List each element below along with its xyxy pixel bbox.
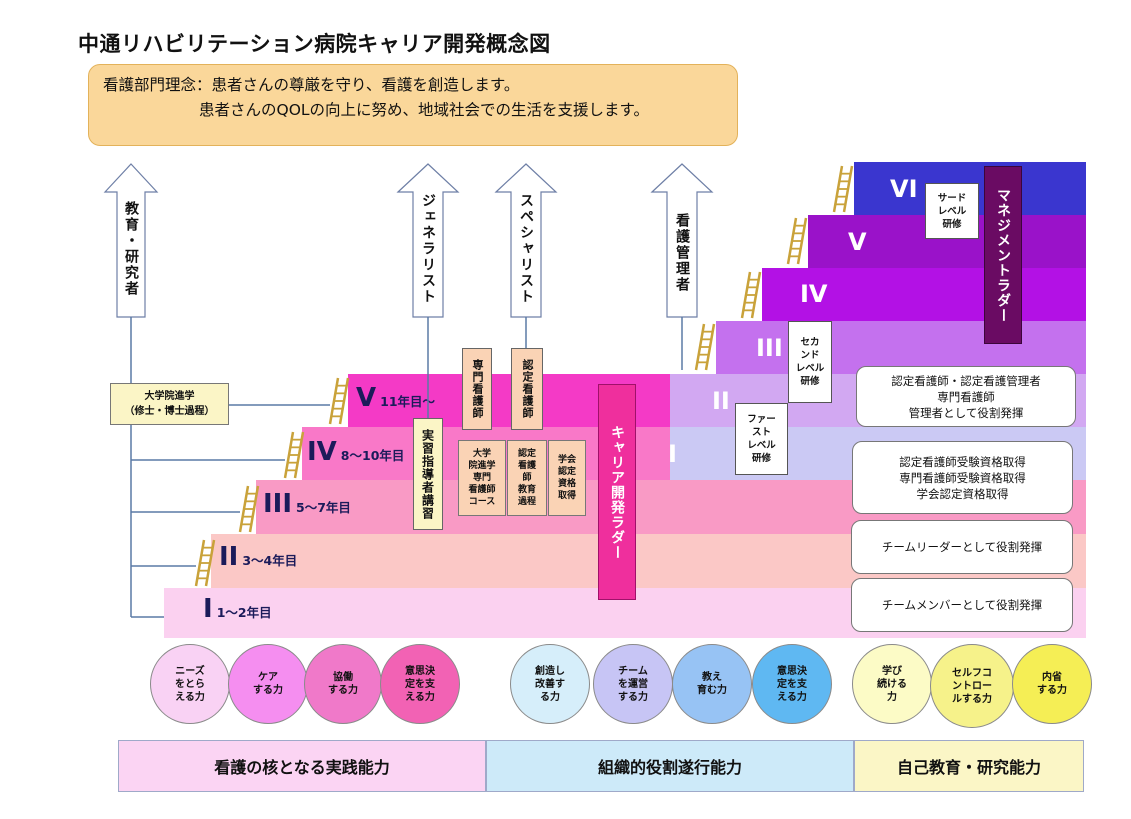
ability-circle-9: 学び 続ける 力 xyxy=(852,644,932,724)
ability-circle-10: セルフコ ントロー ルする力 xyxy=(930,644,1014,728)
course-box-certified-education: 認定 看護 師 教育 過程 xyxy=(507,440,547,516)
arrow-label-edu-researcher: 教育・研究者 xyxy=(123,200,139,297)
role-box-team-leader: チームリーダーとして役割発揮 xyxy=(851,520,1073,574)
career-level-3-label: III xyxy=(756,334,783,362)
career-level-2-label: II xyxy=(712,387,730,415)
role-box-certified-manager: 認定看護師・認定看護管理者 専門看護師 管理者として役割発揮 xyxy=(856,366,1076,427)
arrow-label-specialist: スペシャリスト xyxy=(518,192,534,305)
ability-circle-5: 創造し 改善す る力 xyxy=(510,644,590,724)
career-level-4-label: IV xyxy=(800,280,828,308)
first-level-training-box: ファー スト レベル 研修 xyxy=(735,403,788,475)
arrow-manager xyxy=(650,163,714,318)
third-level-training-box: サード レベル 研修 xyxy=(925,183,979,239)
ability-circle-2: ケア する力 xyxy=(228,644,308,724)
career-level-6-label: VI xyxy=(890,175,918,203)
philosophy-line-1: 看護部門理念：患者さんの尊厳を守り、看護を創造します。 xyxy=(103,76,520,94)
page-title: 中通リハビリテーション病院キャリア開発概念図 xyxy=(78,32,551,56)
ability-circle-3: 協働 する力 xyxy=(304,644,382,724)
ability-circle-4: 意思決 定を支 える力 xyxy=(380,644,460,724)
specialist-nurse-box: 専門看護師 xyxy=(462,348,492,430)
ability-circle-1: ニーズ をとら える力 xyxy=(150,644,230,724)
ladder-icon xyxy=(194,539,216,587)
career-step-3 xyxy=(716,321,1086,374)
category-band-clinical: 看護の核となる実践能力 xyxy=(118,740,486,792)
nursing-philosophy-box: 看護部門理念：患者さんの尊厳を守り、看護を創造します。 患者さんのQOLの向上に… xyxy=(88,64,738,146)
ability-circle-7: 教え 育む力 xyxy=(672,644,752,724)
career-ladder-label: キャリア開発ラダー xyxy=(598,384,636,600)
second-level-training-box: セカ ンド レベル 研修 xyxy=(788,321,832,403)
arrow-edu xyxy=(103,163,159,318)
philosophy-line-2: 患者さんのQOLの向上に努め、地域社会での生活を支援します。 xyxy=(199,101,649,119)
arrow-specialist xyxy=(494,163,558,318)
connector-lines xyxy=(130,317,683,618)
ability-circle-8: 意思決 定を支 える力 xyxy=(752,644,832,724)
arrow-shapes xyxy=(103,163,714,318)
certified-nurse-box: 認定看護師 xyxy=(511,348,543,430)
role-box-team-member: チームメンバーとして役割発揮 xyxy=(851,578,1073,632)
ability-circle-6: チーム を運営 する力 xyxy=(593,644,673,724)
ladder-icon xyxy=(694,323,716,371)
arrow-generalist xyxy=(396,163,460,318)
arrow-label-generalist: ジェネラリスト xyxy=(420,192,436,305)
ladder-icon xyxy=(832,165,854,213)
ladder-icon xyxy=(740,271,762,319)
ladder-icon xyxy=(238,485,260,533)
management-ladder-label: マネジメントラダー xyxy=(984,166,1022,344)
ladder-icon xyxy=(328,377,350,425)
career-level-5-label: V xyxy=(848,228,867,256)
practice-instructor-box: 実習指導者講習 xyxy=(413,418,443,530)
grad-school-box: 大学院進学 （修士・博士過程） xyxy=(110,383,229,425)
category-band-organizational: 組織的役割遂行能力 xyxy=(486,740,854,792)
career-step-4 xyxy=(762,268,1086,321)
arrow-label-nurse-manager: 看護管理者 xyxy=(674,213,690,293)
ability-circle-11: 内省 する力 xyxy=(1012,644,1092,724)
career-level-1-label: I xyxy=(668,440,677,468)
course-box-grad-specialist: 大学 院進学 専門 看護師 コース xyxy=(458,440,506,516)
category-band-self-education: 自己教育・研究能力 xyxy=(854,740,1084,792)
course-box-society-certification: 学会 認定 資格 取得 xyxy=(548,440,586,516)
ladder-icon xyxy=(283,431,305,479)
ladder-icon xyxy=(786,217,808,265)
role-box-qualification: 認定看護師受験資格取得 専門看護師受験資格取得 学会認定資格取得 xyxy=(852,441,1073,514)
